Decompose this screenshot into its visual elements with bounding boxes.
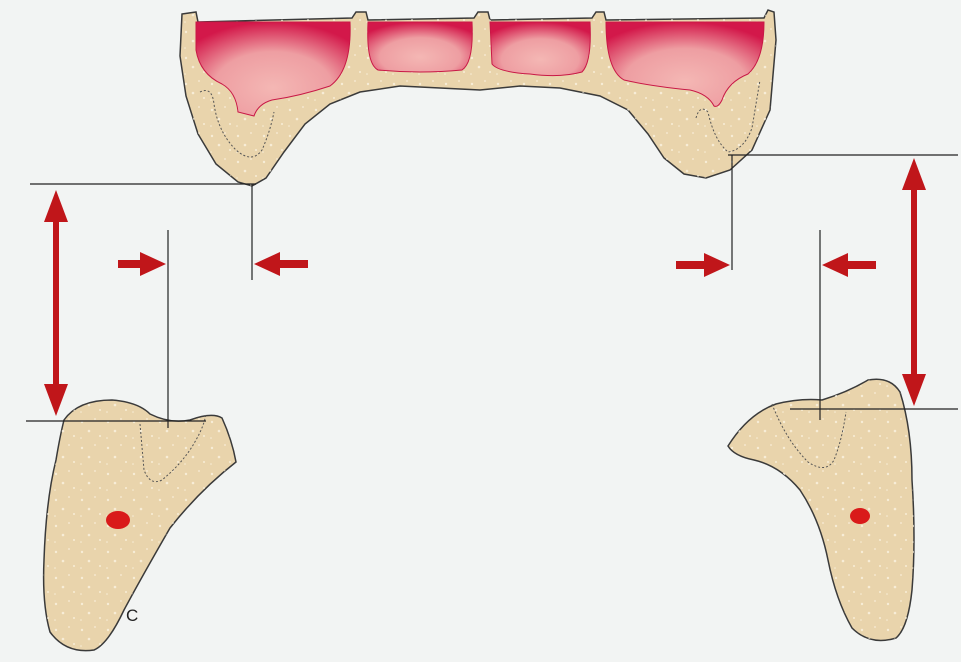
socket-right-premolar: [490, 22, 590, 76]
mandibular-canal-right: [850, 508, 870, 524]
socket-left-premolar: [368, 22, 473, 72]
mandibular-canal-left: [106, 511, 130, 529]
panel-label: C: [126, 606, 138, 626]
